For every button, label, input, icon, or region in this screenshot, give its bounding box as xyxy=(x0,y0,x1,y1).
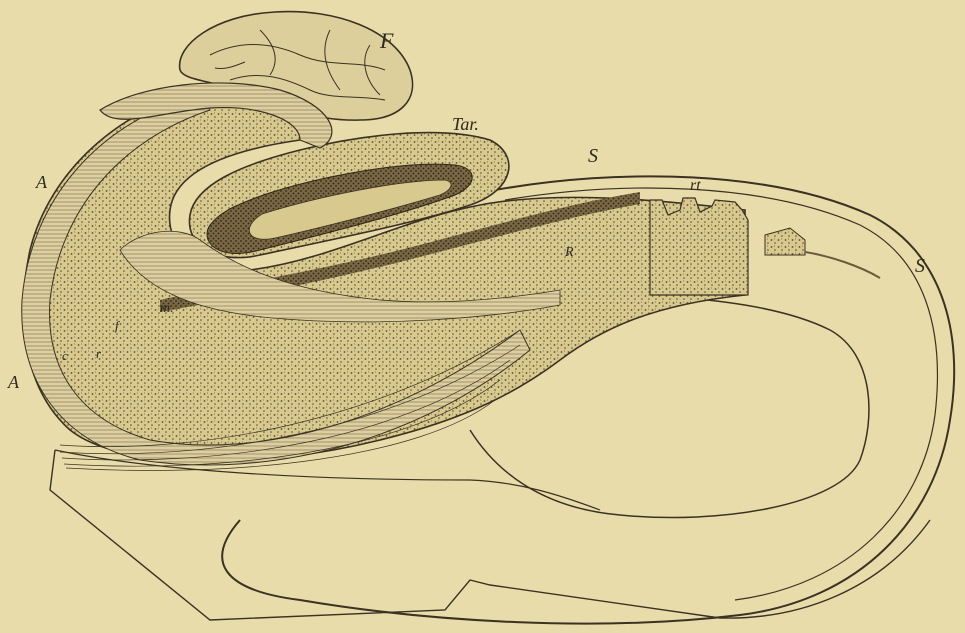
label-A-lower: A xyxy=(7,372,20,392)
retinal-teeth xyxy=(650,198,748,295)
label-c: c xyxy=(62,348,68,363)
label-m: m. xyxy=(160,301,174,316)
label-S-right: S xyxy=(915,255,925,277)
label-R: R xyxy=(564,245,574,260)
label-A-upper: A xyxy=(35,172,48,192)
label-S-top: S xyxy=(588,145,598,167)
label-rt: rt xyxy=(690,177,701,194)
label-F: F xyxy=(379,28,394,53)
label-Tar: Tar. xyxy=(452,114,479,134)
